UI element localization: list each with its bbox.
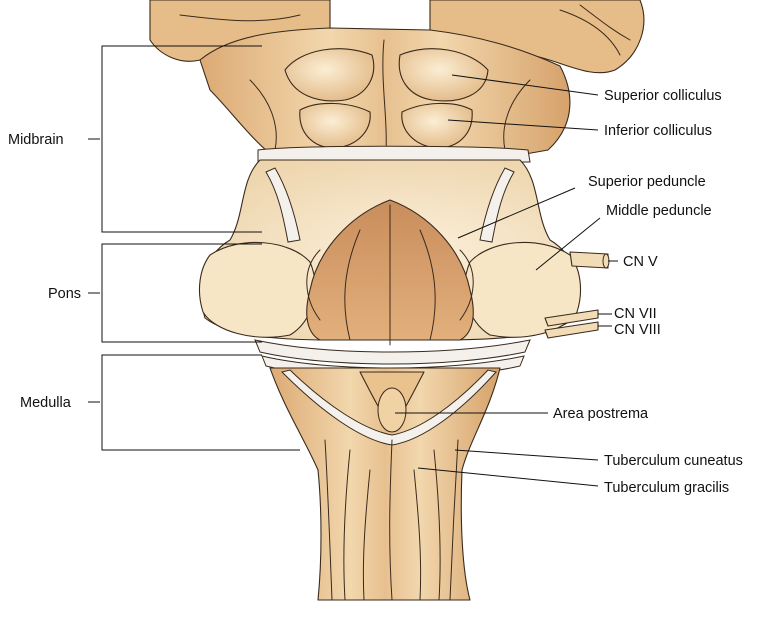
label-inferior-colliculus: Inferior colliculus [604, 123, 712, 139]
label-superior-peduncle: Superior peduncle [588, 174, 706, 190]
label-midbrain: Midbrain [8, 132, 64, 148]
medulla [270, 368, 500, 600]
label-pons: Pons [48, 286, 81, 302]
label-tuberculum-gracilis: Tuberculum gracilis [604, 480, 729, 496]
pons [199, 146, 580, 345]
tuberculum-cuneatus-leader [455, 450, 598, 460]
label-area-postrema: Area postrema [553, 406, 649, 422]
label-tuberculum-cuneatus: Tuberculum cuneatus [604, 453, 743, 469]
label-cn-vii: CN VII [614, 306, 657, 322]
label-middle-peduncle: Middle peduncle [606, 203, 712, 219]
label-cn-viii: CN VIII [614, 322, 661, 338]
label-medulla: Medulla [20, 395, 72, 411]
label-cn-v: CN V [623, 254, 658, 270]
label-superior-colliculus: Superior colliculus [604, 88, 722, 104]
